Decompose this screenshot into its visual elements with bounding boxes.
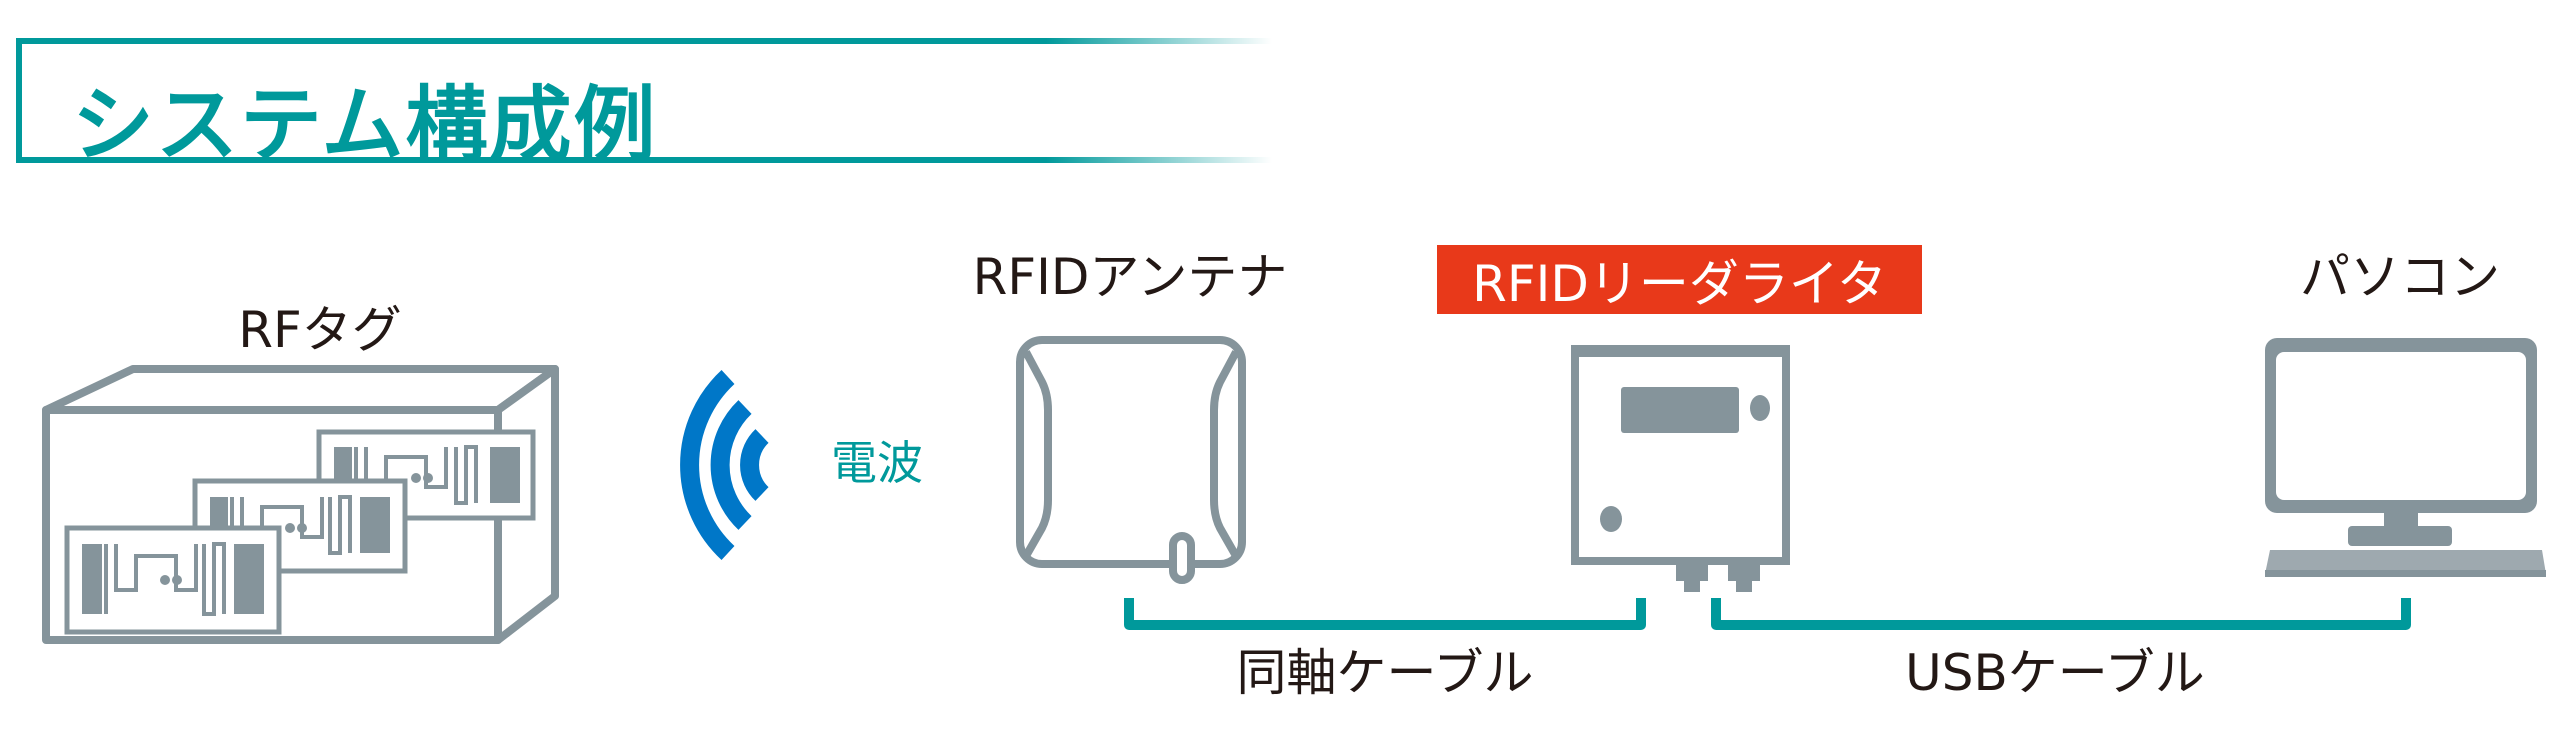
coax-cable-line — [1124, 598, 1646, 630]
page-title: システム構成例 — [72, 78, 658, 173]
antenna-icon — [1016, 336, 1246, 584]
coax-cable-label: 同軸ケーブル — [1236, 644, 1534, 702]
title-frame — [16, 38, 1272, 163]
radio-wave-label: 電波 — [831, 436, 923, 490]
reader-writer-icon — [1571, 345, 1790, 592]
reader-display-icon — [1621, 387, 1739, 433]
usb-cable-line — [1711, 598, 2411, 630]
radio-wave-icon — [680, 370, 769, 560]
pc-icon — [2265, 338, 2546, 577]
rf-tag-icons — [64, 429, 536, 635]
rf-tag-icon — [316, 429, 536, 521]
antenna-label: RFIDアンテナ — [972, 248, 1288, 306]
rf-tag-label: RFタグ — [238, 301, 402, 359]
usb-cable-label: USBケーブル — [1905, 644, 2205, 702]
pc-label: パソコン — [2300, 248, 2500, 306]
keyboard-icon — [2265, 550, 2546, 574]
rf-tag-icon — [64, 525, 282, 635]
reader-writer-label: RFIDリーダライタ — [1437, 245, 1922, 314]
